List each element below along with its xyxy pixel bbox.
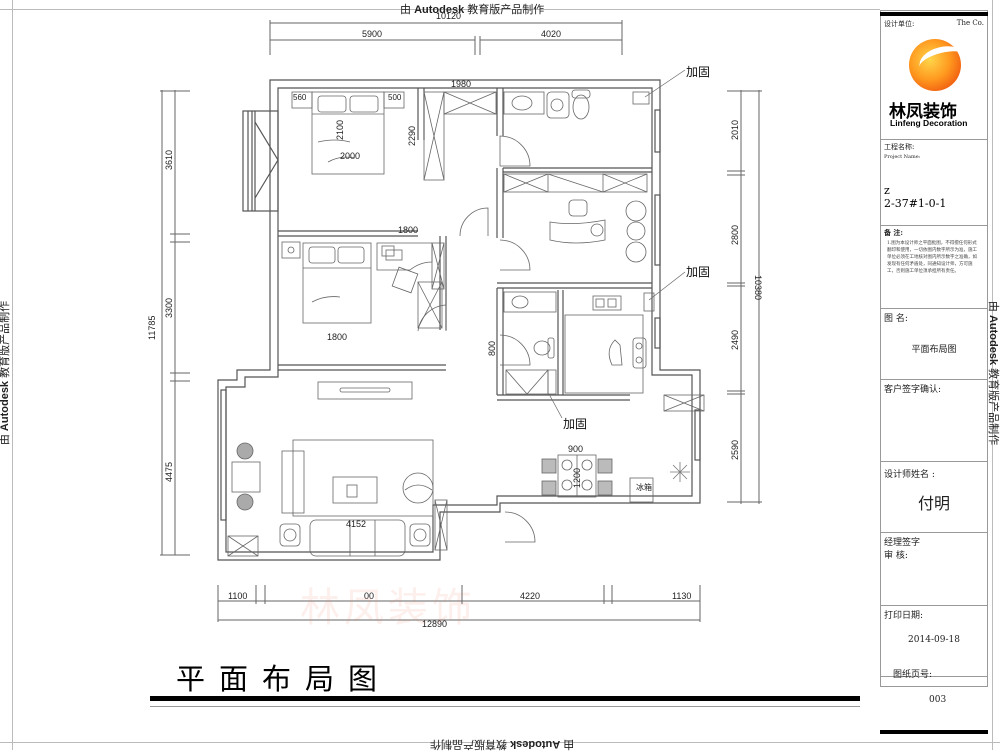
tb-drawing-name: 图 名: 平面布局图 bbox=[881, 309, 987, 380]
brand-watermark: 林凤装饰 bbox=[300, 585, 476, 631]
dim-right-seg-1: 2010 bbox=[730, 120, 740, 140]
dim-wardrobe-depth: 2290 bbox=[407, 126, 417, 146]
dim-left-seg-1: 3610 bbox=[164, 150, 174, 170]
frame-bottom-line bbox=[0, 742, 1000, 743]
dim-left-seg-2: 3300 bbox=[164, 298, 174, 318]
dim-bath-door: 800 bbox=[487, 341, 497, 356]
dim-top-seg-1: 5900 bbox=[362, 29, 382, 39]
notes-text: 1.图为本设计师之平面批图，不得擅任何形式翻印和使用，一切依图内数字所示为准，施… bbox=[887, 241, 977, 274]
autodesk-stamp-right: 由 Autodesk 教育版产品制作 bbox=[987, 300, 1000, 446]
autodesk-stamp-top: 由 Autodesk 教育版产品制作 bbox=[400, 4, 545, 16]
dim-right-seg-4: 2590 bbox=[730, 440, 740, 460]
dim-wall-1800: 1800 bbox=[398, 225, 418, 235]
drawing-name: 平面布局图 bbox=[911, 345, 957, 355]
reinforce-label-2: 加固 bbox=[686, 265, 710, 279]
review-label: 审 核: bbox=[884, 551, 908, 561]
dim-bottom-overall: 12890 bbox=[422, 619, 447, 629]
floor-plan-drawing: 10120 5900 4020 11785 3610 3300 4475 201… bbox=[147, 11, 763, 629]
dim-left-seg-3: 4475 bbox=[164, 462, 174, 482]
brand-name-cn: 林凤装饰 bbox=[889, 102, 957, 122]
frame-top-line bbox=[0, 9, 880, 10]
title-block-bottom-bar bbox=[880, 730, 988, 734]
design-unit-label: 设计单位: bbox=[884, 20, 915, 28]
title-underline-thin bbox=[150, 706, 860, 707]
tb-manager: 经理签字 审 核: bbox=[881, 533, 987, 606]
dim-right-seg-3: 2490 bbox=[730, 330, 740, 350]
dim-right-overall: 10380 bbox=[753, 275, 763, 300]
dim-right-seg-2: 2800 bbox=[730, 225, 740, 245]
dim-left-overall: 11785 bbox=[147, 316, 157, 340]
project-name-label: 工程名称: bbox=[884, 143, 915, 151]
title-block-top-bar bbox=[880, 12, 988, 16]
tb-design-unit: 设计单位: The Co. 林凤装饰 Linfeng Decoration bbox=[881, 17, 987, 140]
dim-bottom-seg-3: 4220 bbox=[520, 591, 540, 601]
frame-right-line bbox=[992, 0, 993, 750]
project-name-en: Project Name: bbox=[884, 154, 921, 160]
linfeng-logo-icon bbox=[909, 39, 961, 91]
title-underline-thick bbox=[150, 696, 860, 701]
reinforce-label-1: 加固 bbox=[686, 65, 710, 79]
project-mark: z bbox=[884, 184, 890, 197]
client-confirm-label: 客户签字确认: bbox=[884, 385, 942, 395]
reinforce-label-3: 加固 bbox=[563, 417, 587, 431]
print-date-label: 打印日期: bbox=[884, 611, 924, 621]
dim-master-bed-width: 2000 bbox=[340, 151, 360, 161]
dim-nightstand-left: 560 bbox=[293, 93, 307, 102]
autodesk-stamp-bottom: 由 Autodesk 教育版产品制作 bbox=[430, 738, 575, 750]
fridge-label: 冰箱 bbox=[636, 482, 652, 492]
sheet-no-label: 图纸页号: bbox=[893, 670, 933, 680]
tb-client-confirm: 客户签字确认: bbox=[881, 380, 987, 462]
sheet-no: 003 bbox=[929, 695, 947, 705]
designer-label: 设计师姓名 : bbox=[884, 470, 935, 480]
dim-bottom-seg-2: 00 bbox=[364, 591, 374, 601]
tb-designer: 设计师姓名 : 付明 bbox=[881, 462, 987, 533]
title-block: 设计单位: The Co. 林凤装饰 Linfeng Decoration 工程… bbox=[880, 10, 988, 687]
tb-project-name: 工程名称: Project Name: z 2-37#1-0-1 bbox=[881, 140, 987, 226]
manager-label: 经理签字 bbox=[884, 538, 921, 548]
dim-wardrobe-width: 1980 bbox=[451, 79, 471, 89]
dim-sofa-length: 4152 bbox=[346, 519, 366, 529]
dim-dining-width: 900 bbox=[568, 444, 583, 454]
brand-name-en: Linfeng Decoration bbox=[890, 118, 968, 128]
drawing-name-label: 图 名: bbox=[884, 314, 908, 324]
dim-top-seg-2: 4020 bbox=[541, 29, 561, 39]
print-date: 2014-09-18 bbox=[908, 635, 960, 645]
designer-name: 付明 bbox=[917, 494, 950, 513]
tb-notes: 备 注: 1.图为本设计师之平面批图，不得擅任何形式翻印和使用，一切依图内数字所… bbox=[881, 226, 987, 309]
dim-top-overall: 10120 bbox=[436, 11, 461, 21]
project-code: 2-37#1-0-1 bbox=[884, 197, 947, 210]
dim-master-bed-length: 2100 bbox=[335, 120, 345, 140]
dim-nightstand-right: 500 bbox=[388, 93, 402, 102]
frame-left-line bbox=[12, 0, 13, 750]
notes-label: 备 注: bbox=[884, 228, 904, 237]
drawing-title: 平面布局图 bbox=[176, 662, 392, 696]
dim-dining-length: 1200 bbox=[572, 468, 582, 488]
tb-print-date: 打印日期: 2014-09-18 bbox=[881, 606, 987, 677]
dim-bottom-seg-4: 1130 bbox=[672, 591, 691, 601]
dim-second-bed-width: 1800 bbox=[327, 332, 347, 342]
design-unit-en: The Co. bbox=[956, 19, 984, 27]
dim-bottom-seg-1: 1100 bbox=[228, 591, 247, 601]
